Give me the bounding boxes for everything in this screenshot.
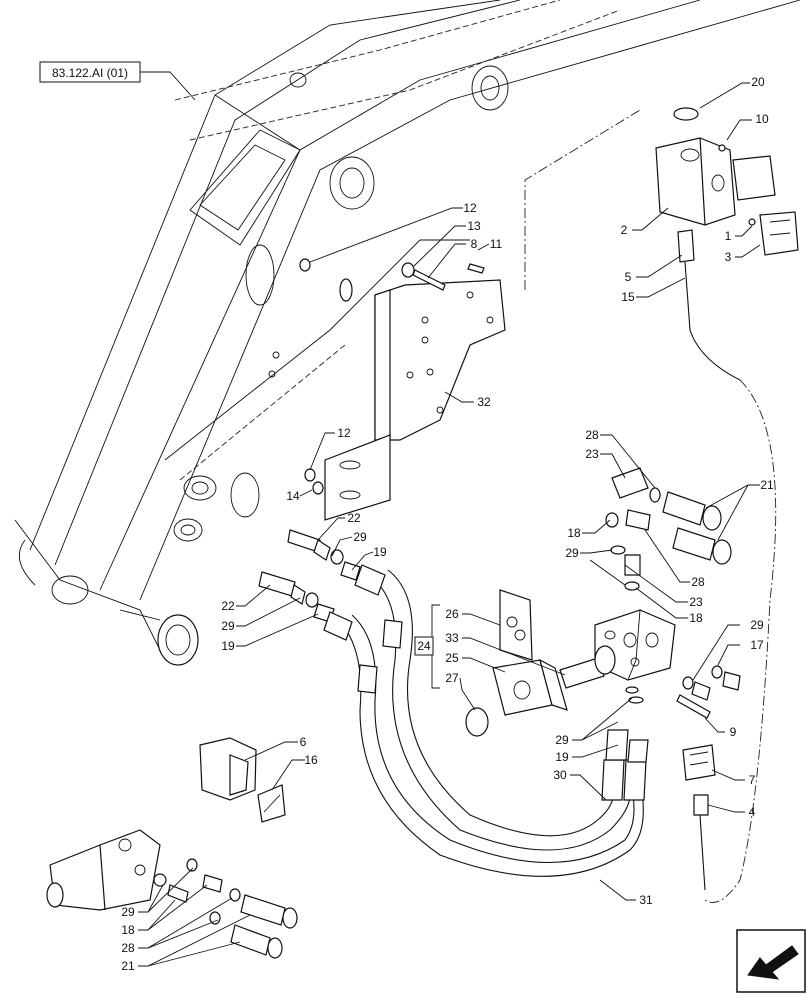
callout-1: 1: [725, 229, 732, 243]
callout-2: 2: [621, 223, 628, 237]
callout-11: 11: [490, 237, 503, 251]
callout-29-right: 29: [750, 618, 764, 632]
callout-33: 33: [445, 631, 459, 645]
callout-10: 10: [755, 112, 769, 126]
callout-21-top: 21: [760, 478, 774, 492]
callout-13: 13: [467, 219, 481, 233]
callout-9: 9: [730, 725, 737, 739]
reference-label: 83.122.AI (01): [52, 66, 128, 80]
callout-25: 25: [445, 651, 459, 665]
quick-couplers: [605, 467, 732, 591]
callout-28-mid: 28: [691, 575, 705, 589]
callout-17: 17: [750, 638, 764, 652]
callout-29-left: 29: [221, 619, 235, 633]
callout-6: 6: [300, 735, 307, 749]
bracket-bolts: [299, 258, 485, 495]
callout-18-mid: 18: [689, 611, 703, 625]
solenoid-connector: [682, 744, 716, 891]
callout-19-low: 19: [555, 750, 569, 764]
callout-28-bottom: 28: [121, 941, 135, 955]
callout-18-top: 18: [567, 526, 581, 540]
callout-22-left: 22: [221, 599, 235, 613]
callout-22-top: 22: [347, 511, 361, 525]
callout-numbers: 20 10 2 1 3 5 15 12 13 8 11 32 12 14 22 …: [121, 75, 774, 973]
right-fittings: [625, 665, 741, 719]
callout-3: 3: [725, 250, 732, 264]
callout-23-mid: 23: [689, 595, 703, 609]
callout-8: 8: [471, 237, 478, 251]
callout-12-top: 12: [463, 201, 477, 215]
callout-32: 32: [477, 395, 491, 409]
hoses: [323, 564, 649, 877]
callout-18-bottom: 18: [121, 923, 135, 937]
callout-4: 4: [749, 805, 756, 819]
next-page-arrow-icon[interactable]: [736, 929, 806, 993]
callout-29-top: 29: [353, 530, 367, 544]
callout-28-top: 28: [585, 428, 599, 442]
leader-lines: [138, 71, 761, 967]
callout-14: 14: [286, 489, 300, 503]
callout-27: 27: [445, 671, 459, 685]
callout-31: 31: [639, 893, 653, 907]
callout-21-bottom: 21: [121, 959, 135, 973]
top-valve-assembly: [655, 107, 799, 263]
callout-5: 5: [625, 270, 632, 284]
bottom-valve-assembly: [46, 829, 298, 959]
callout-19-top: 19: [373, 545, 387, 559]
callout-16: 16: [304, 753, 318, 767]
callout-24: 24: [417, 639, 431, 653]
callout-19-left: 19: [221, 639, 235, 653]
valve-block: [465, 589, 676, 737]
callout-26: 26: [445, 607, 459, 621]
reference-box[interactable]: 83.122.AI (01): [39, 61, 141, 83]
callout-29-bottom: 29: [121, 905, 135, 919]
callout-30: 30: [553, 768, 567, 782]
callout-23-top: 23: [585, 447, 599, 461]
kit-bracket-24: [414, 604, 440, 689]
callout-20: 20: [751, 75, 765, 89]
rocker-switch: [199, 737, 286, 823]
callout-15: 15: [621, 290, 635, 304]
callout-7: 7: [749, 773, 756, 787]
left-fittings: [258, 529, 361, 623]
loader-arm: [14, 0, 801, 666]
mounting-bracket: [324, 278, 506, 521]
callout-29-low: 29: [555, 733, 569, 747]
callout-29-mid: 29: [565, 546, 579, 560]
callout-12-mid: 12: [337, 426, 351, 440]
